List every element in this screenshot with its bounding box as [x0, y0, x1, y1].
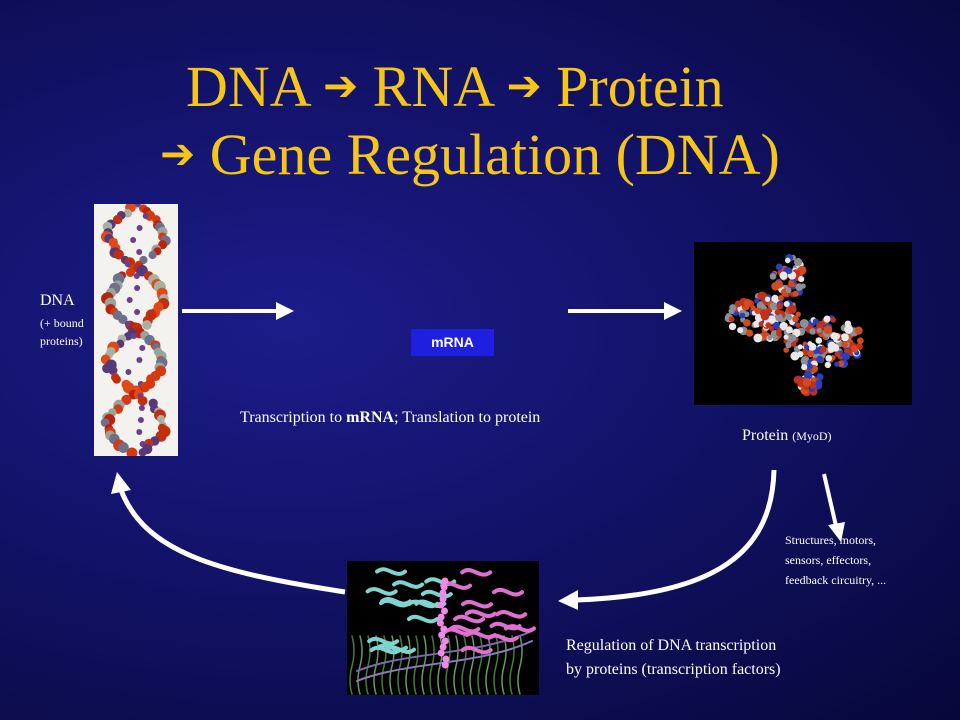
title-arrow-icon: ➔	[160, 129, 196, 178]
caption-post: ; Translation to protein	[394, 409, 541, 426]
transcription-factor-image	[347, 561, 539, 695]
regulation-line1: Regulation of DNA transcription	[566, 637, 777, 654]
protein-label: Protein (MyoD)	[742, 427, 832, 445]
myod-protein-icon	[724, 254, 864, 397]
title-rna: RNA	[372, 54, 492, 119]
caption-pre: Transcription to	[240, 409, 347, 426]
translation-arrow	[568, 302, 682, 320]
outputs-arrow	[822, 473, 845, 542]
slide-title-line2: ➔ Gene Regulation (DNA)	[160, 126, 780, 184]
mrna-box: mRNA	[411, 329, 494, 356]
transcription-factor-icon	[349, 567, 537, 695]
transcription-arrow	[182, 302, 294, 320]
transcription-caption: Transcription to mRNA; Translation to pr…	[240, 409, 540, 427]
title-dna: DNA	[186, 54, 309, 119]
dna-helix-icon	[100, 204, 171, 456]
title-protein: Protein	[556, 54, 724, 119]
dna-sublabel-proteins: proteins)	[40, 334, 83, 348]
title-gene-regulation: Gene Regulation (DNA)	[209, 122, 780, 187]
dna-sublabel-bound: (+ bound	[40, 316, 84, 330]
title-arrow-icon: ➔	[506, 61, 542, 110]
regulation-line2: by proteins (transcription factors)	[566, 661, 781, 678]
slide-title-line1: DNA ➔ RNA ➔ Protein	[186, 58, 724, 116]
protein-outputs: Structures, motors, sensors, effectors, …	[785, 530, 886, 590]
caption-mrna: mRNA	[346, 409, 395, 426]
outputs-line3: feedback circuitry, ...	[785, 573, 887, 587]
regulation-caption: Regulation of DNA transcription by prote…	[566, 634, 781, 682]
protein-label-text: Protein	[742, 427, 789, 444]
feedback-arrow-to-regulation	[558, 469, 777, 610]
dna-helix-image	[94, 204, 178, 456]
outputs-line1: Structures, motors,	[785, 533, 876, 547]
title-arrow-icon: ➔	[322, 61, 359, 110]
mrna-box-label: mRNA	[431, 334, 474, 350]
feedback-arrow-to-dna	[111, 472, 346, 595]
outputs-line2: sensors, effectors,	[785, 553, 872, 567]
dna-label: DNA	[40, 292, 75, 309]
protein-label-myod: (MyoD)	[792, 429, 832, 443]
protein-image	[694, 242, 912, 405]
